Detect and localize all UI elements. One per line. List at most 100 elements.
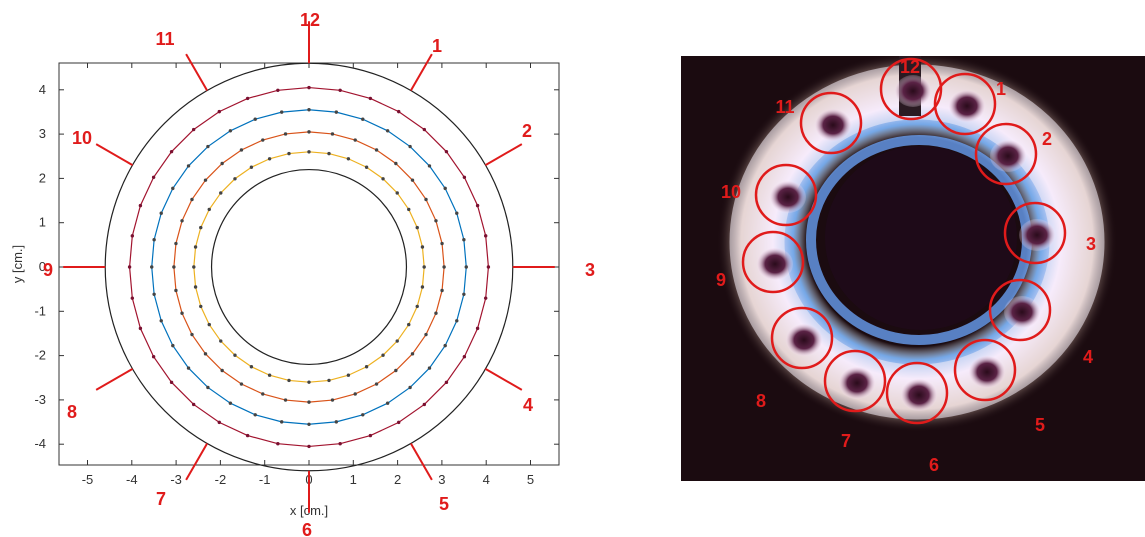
x-tick-label: 5 xyxy=(527,472,534,487)
ring-point xyxy=(169,149,174,154)
ring-point xyxy=(152,292,156,297)
ring-point xyxy=(338,441,342,446)
photo-nozzles xyxy=(757,75,1055,411)
ring-point xyxy=(193,245,198,249)
ring-point xyxy=(410,352,415,356)
burner-leader-line xyxy=(484,143,523,166)
ring-point xyxy=(192,265,196,269)
burner-label: 2 xyxy=(522,121,532,141)
ring-point xyxy=(233,177,237,181)
ring-point xyxy=(283,398,288,402)
ring-point xyxy=(381,177,385,181)
x-tick-label: -3 xyxy=(170,472,182,487)
ring-point xyxy=(276,88,280,93)
burner-label: 4 xyxy=(523,395,533,415)
ring-point xyxy=(249,365,254,369)
photo-burner-label: 8 xyxy=(756,391,766,411)
ring-point xyxy=(174,288,178,293)
ring-point xyxy=(415,304,419,309)
ring-point xyxy=(464,265,468,269)
burner-highlight-circle xyxy=(885,361,949,425)
nozzle-flame xyxy=(1019,219,1055,251)
burner-highlight-circle xyxy=(974,122,1038,186)
ring-point xyxy=(422,402,427,407)
ring-point xyxy=(394,368,398,373)
x-tick-label: -5 xyxy=(82,472,94,487)
ring-point xyxy=(193,285,198,289)
photo-burner-label: 12 xyxy=(900,57,920,77)
nozzle-flame xyxy=(815,109,851,141)
ring-point xyxy=(203,178,208,182)
ring-point xyxy=(307,422,311,426)
ring-point xyxy=(150,265,154,269)
ring-point xyxy=(374,382,379,386)
ring-point xyxy=(191,402,196,407)
burner-label: 7 xyxy=(156,489,166,509)
ring-point xyxy=(353,138,357,142)
nozzle-flame xyxy=(839,367,875,399)
ring-point xyxy=(434,311,438,315)
ring-point xyxy=(186,164,191,168)
burner-highlight-circle xyxy=(823,349,887,413)
ring-point xyxy=(462,237,466,242)
nozzle-flame xyxy=(969,356,1005,388)
x-tick-label: -1 xyxy=(259,472,271,487)
ring-point xyxy=(475,203,480,208)
ring-point xyxy=(267,373,272,377)
ring-point xyxy=(191,127,196,132)
x-tick-label: -4 xyxy=(126,472,138,487)
ring-point xyxy=(138,326,143,331)
burner-label: 5 xyxy=(439,494,449,514)
ring-point xyxy=(443,186,447,191)
ring-point xyxy=(267,157,272,161)
plot-area xyxy=(58,62,560,466)
ring-point xyxy=(462,355,467,359)
ring-point xyxy=(261,392,265,396)
burner-leader-line xyxy=(95,143,134,166)
y-axis-label: y [cm.] xyxy=(10,245,25,283)
ring-point xyxy=(364,165,369,169)
y-tick-label: 4 xyxy=(39,82,46,97)
ring-point xyxy=(475,326,480,331)
ring-point xyxy=(338,88,342,93)
ring-point xyxy=(279,110,284,114)
ring-point xyxy=(261,138,265,142)
burner-highlight-circle xyxy=(799,91,863,155)
ring-point xyxy=(334,110,339,114)
nozzle-flame xyxy=(770,181,806,213)
nozzle-flame xyxy=(901,379,937,411)
y-tick-label: -3 xyxy=(34,392,46,407)
ring-point xyxy=(287,378,291,383)
burner-highlight-circle xyxy=(741,230,805,294)
ring-point xyxy=(228,129,233,133)
y-tick-label: -4 xyxy=(34,436,46,451)
ring-point xyxy=(245,433,250,438)
ring-point xyxy=(408,144,412,149)
ring-point xyxy=(407,322,411,327)
ring-point xyxy=(374,148,379,152)
ring-point xyxy=(364,365,369,369)
ring-point xyxy=(330,132,335,136)
burner-highlight-circle xyxy=(754,163,818,227)
ring-point xyxy=(442,265,446,269)
burner-leader-line xyxy=(410,53,433,92)
ring-point xyxy=(199,225,203,230)
burner-label: 1 xyxy=(432,36,442,56)
ring-point xyxy=(397,109,401,114)
y-tick-label: -1 xyxy=(34,303,46,318)
ring-point xyxy=(307,150,311,154)
burner-leader-line xyxy=(410,442,433,481)
ring-point xyxy=(415,225,419,230)
nozzle-flame xyxy=(1004,296,1040,328)
photo-burner-label: 7 xyxy=(841,431,851,451)
ring-point xyxy=(455,211,459,215)
photo-burner-label: 5 xyxy=(1035,415,1045,435)
ring-point xyxy=(239,382,244,386)
photo-burner-label: 4 xyxy=(1083,347,1093,367)
ring-point xyxy=(408,385,412,390)
ring-point xyxy=(462,175,467,179)
ring-point xyxy=(361,413,365,417)
ring-point xyxy=(180,311,184,315)
